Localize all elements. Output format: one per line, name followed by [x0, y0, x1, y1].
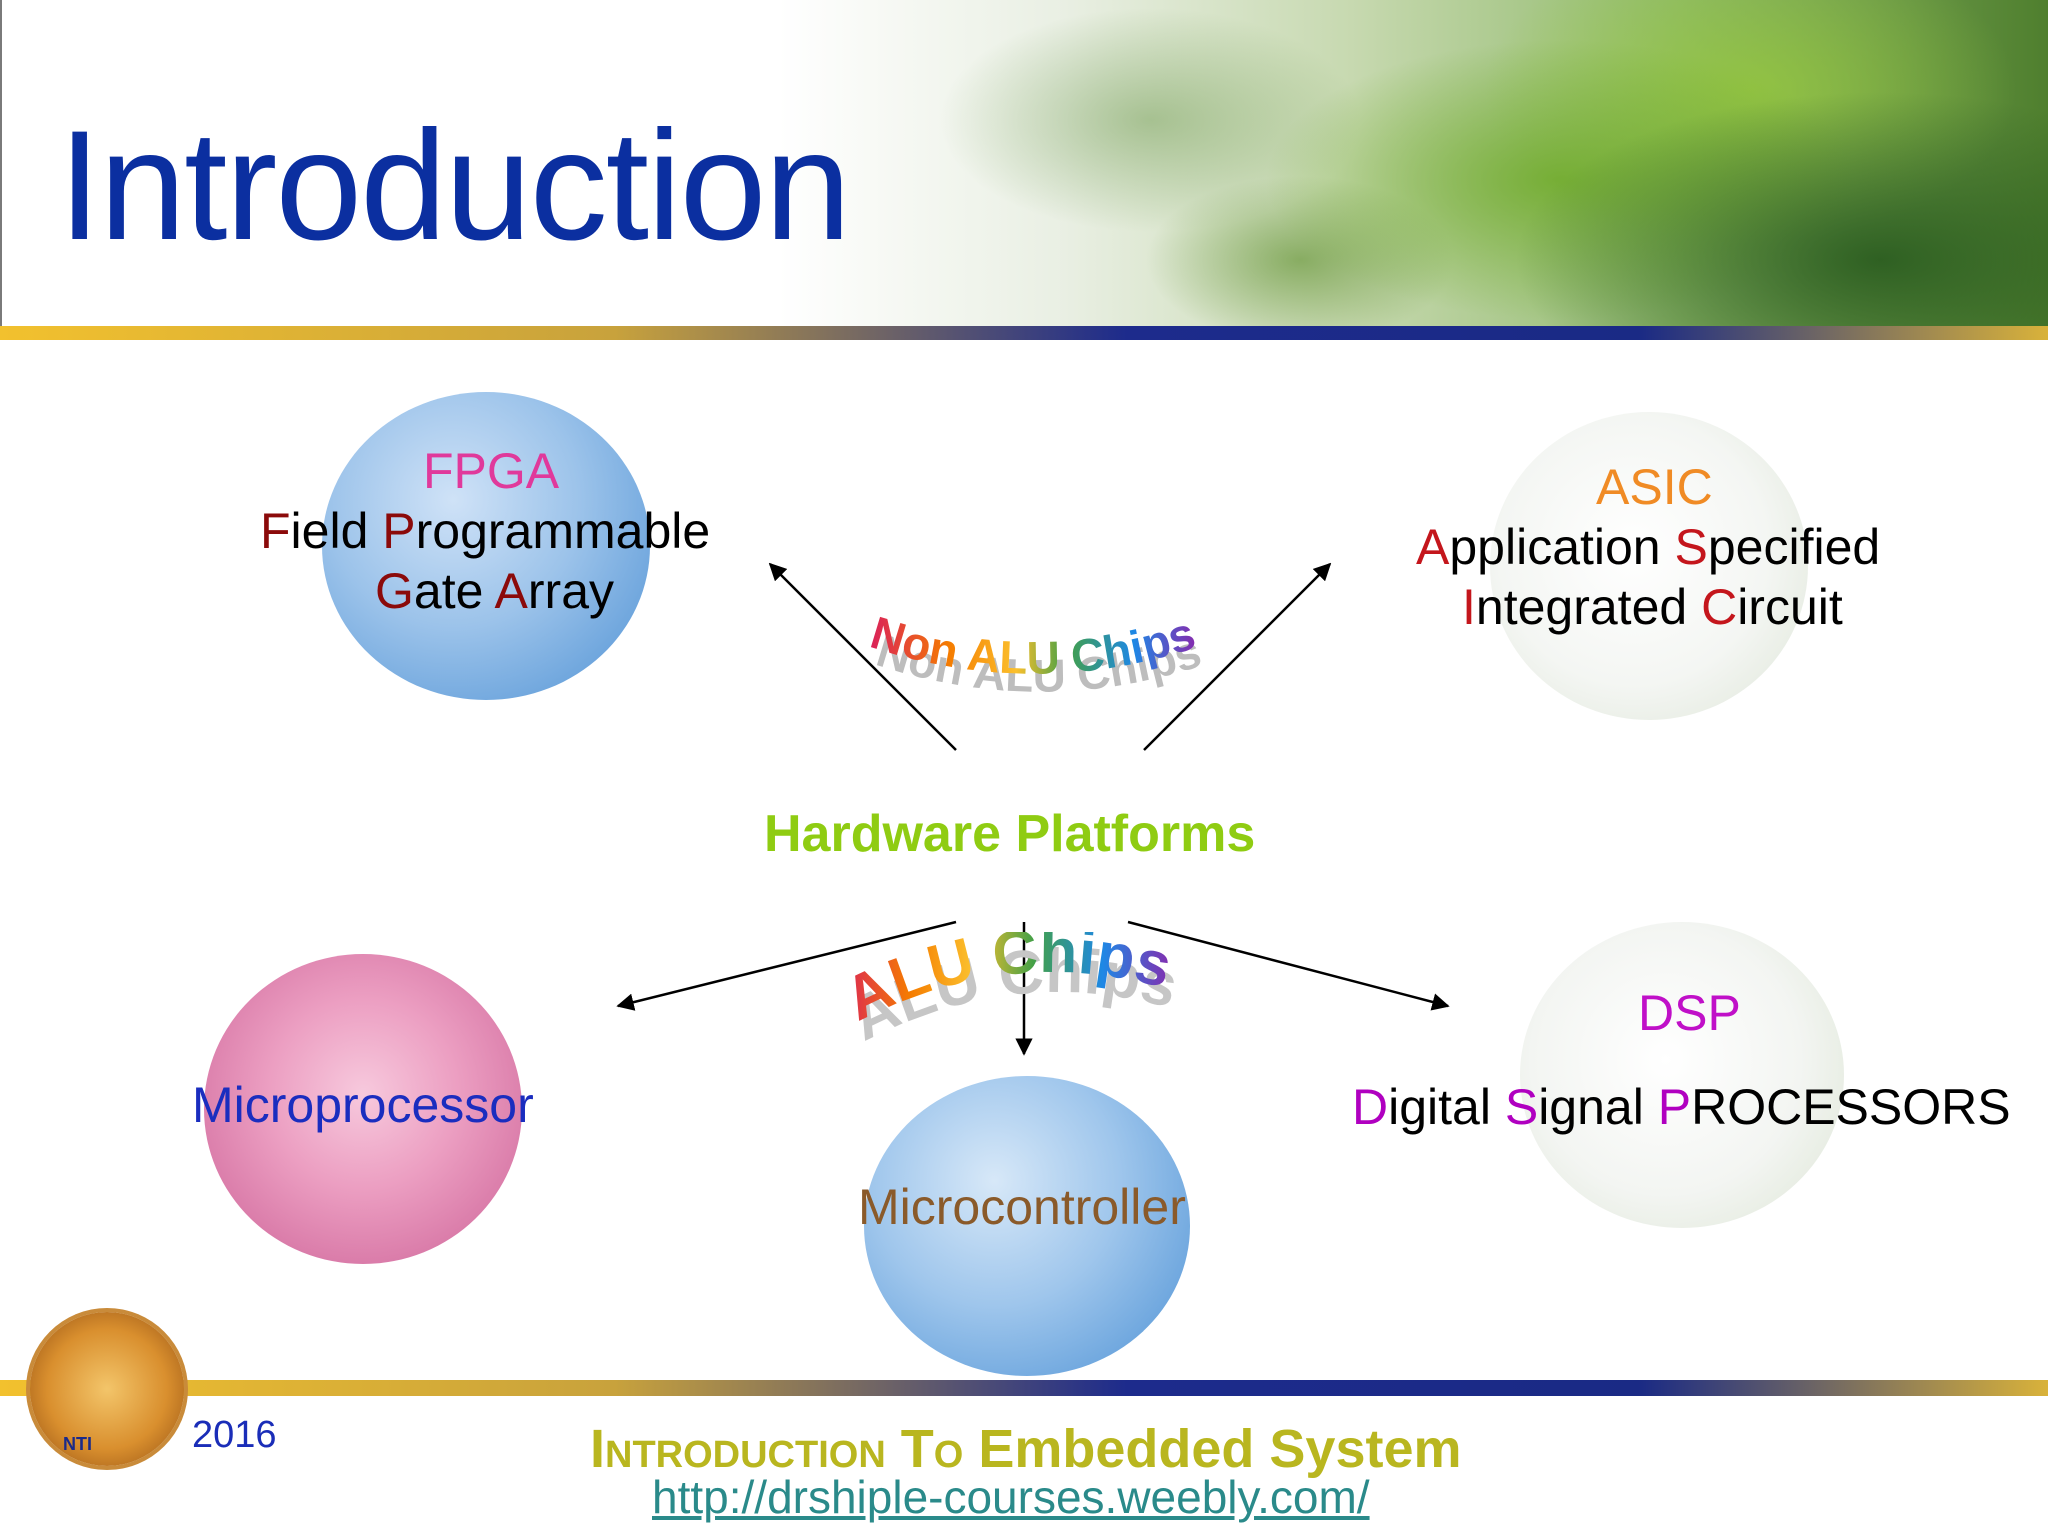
footer-title-rest: Embedded System	[978, 1419, 1462, 1479]
dsp-title: DSP	[1638, 985, 1741, 1041]
asic-l1-rest-1: pplication	[1449, 519, 1675, 575]
asic-l1-cap-1: A	[1416, 519, 1450, 575]
footer-year: 2016	[192, 1414, 277, 1456]
asic-bubble	[1490, 412, 1808, 720]
fpga-l1-cap-2: P	[382, 503, 416, 559]
dsp-cap-1: D	[1352, 1079, 1389, 1135]
dsp-cap-2: S	[1504, 1079, 1539, 1135]
microprocessor-label: Microprocessor	[192, 1077, 534, 1133]
asic-l2-rest-1: ntegrated	[1475, 579, 1702, 635]
dsp-line: Digital Signal PROCESSORS	[1352, 1082, 2011, 1132]
footer-title: INTRODUCTION TO Embedded System	[590, 1418, 1462, 1480]
fpga-line-1: Field Programmable	[260, 506, 710, 556]
fpga-l2-cap-1: G	[375, 563, 414, 619]
fpga-l1-rest-1: ield	[290, 503, 383, 559]
hardware-platforms-label: Hardware Platforms	[764, 805, 1256, 863]
dsp-rest-1: igital	[1388, 1079, 1505, 1135]
footer-title-i: I	[590, 1419, 606, 1479]
nti-logo-text: NTI	[63, 1434, 92, 1454]
dsp-rest-2: ignal	[1538, 1079, 1658, 1135]
footer-title-t: T	[900, 1419, 934, 1479]
dsp-cap-3: P	[1657, 1079, 1692, 1135]
fpga-title: FPGA	[423, 443, 560, 499]
header-left-border	[0, 0, 2, 326]
fpga-bubble	[322, 392, 650, 700]
footer-title-ntroduction: NTRODUCTION	[605, 1434, 886, 1476]
asic-line-1: Application Specified	[1416, 522, 1880, 572]
asic-line-2: Integrated Circuit	[1462, 582, 1843, 632]
microcontroller-label: Microcontroller	[858, 1179, 1186, 1235]
microprocessor-bubble	[204, 954, 522, 1264]
alu-chips-wordart: ALU Chips ALU Chips	[848, 932, 1184, 1052]
asic-l2-cap-2: C	[1701, 579, 1738, 635]
fpga-l1-rest-2: rogrammable	[415, 503, 711, 559]
asic-l2-cap-1: I	[1462, 579, 1476, 635]
asic-l2-rest-2: ircuit	[1737, 579, 1843, 635]
fpga-l1-cap-1: F	[260, 503, 291, 559]
footer-divider-bar	[0, 1380, 2048, 1396]
dsp-bubble	[1520, 922, 1844, 1228]
asic-l1-rest-2: pecified	[1707, 519, 1881, 575]
footer-title-o: O	[933, 1434, 964, 1476]
fpga-line-2: Gate Array	[375, 566, 614, 616]
dsp-rest-3: ROCESSORS	[1691, 1079, 2011, 1135]
asic-l1-cap-2: S	[1674, 519, 1708, 575]
slide-title: Introduction	[58, 99, 851, 273]
header-divider-bar	[0, 326, 2048, 340]
header-photo-banner	[0, 0, 2048, 326]
nti-logo	[30, 1312, 184, 1466]
footer-url-link[interactable]: http://drshiple-courses.weebly.com/	[652, 1471, 1370, 1523]
fpga-l2-rest-2: rray	[527, 563, 615, 619]
asic-title: ASIC	[1596, 459, 1713, 515]
fpga-l2-rest-1: ate	[413, 563, 495, 619]
fpga-l2-cap-2: A	[494, 563, 528, 619]
non-alu-chips-wordart: Non ALU Chips Non ALU Chips	[865, 606, 1207, 702]
microcontroller-bubble	[864, 1076, 1190, 1376]
